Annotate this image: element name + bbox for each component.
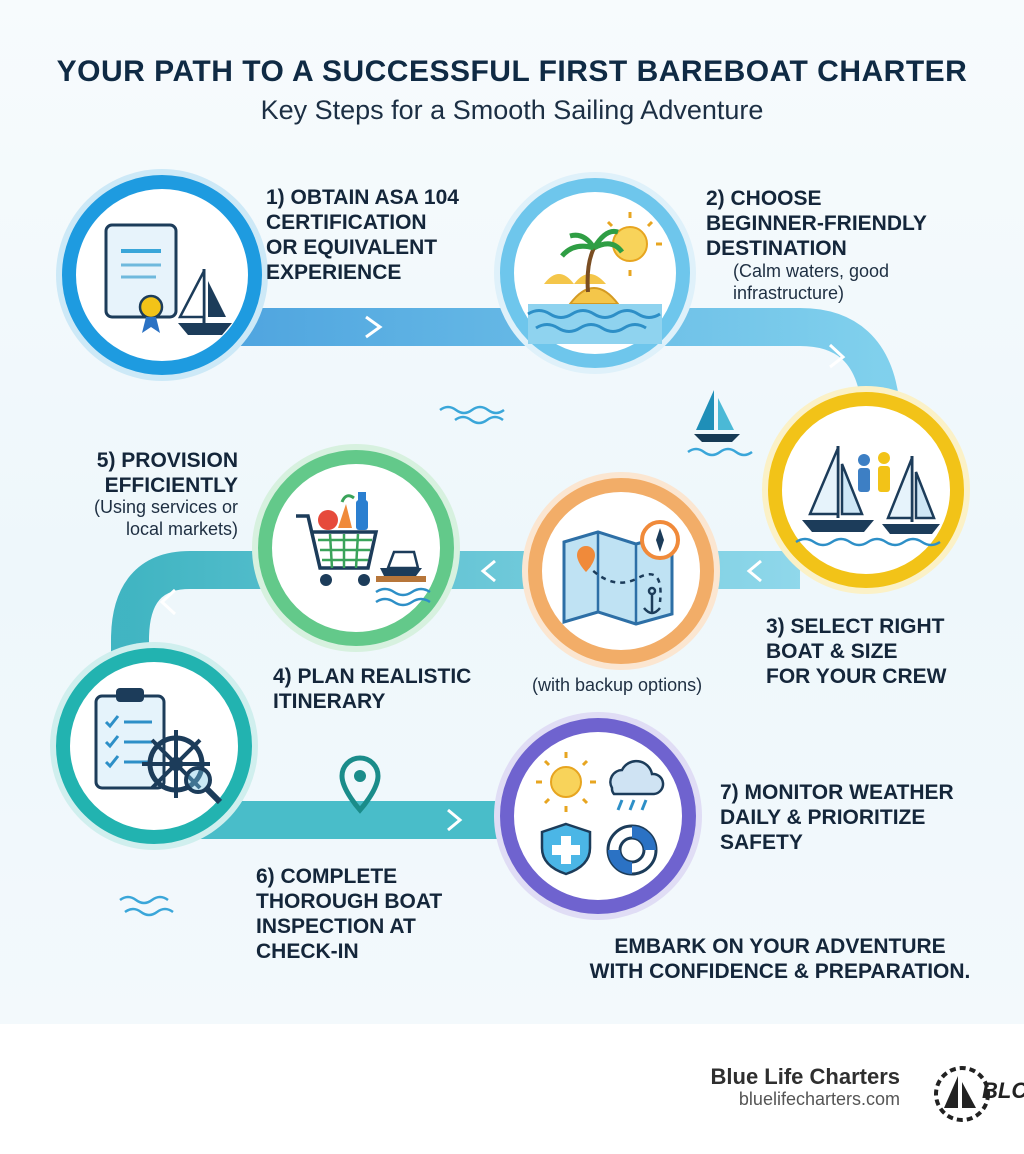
step-2-note: (Calm waters, good infrastructure) [733,261,890,303]
map-compass-icon [562,520,680,626]
page-subtitle: Key Steps for a Smooth Sailing Adventure [260,95,764,125]
step-1-circle [62,175,262,375]
step-4-note: (with backup options) [532,675,703,695]
step-1-title: 1) OBTAIN ASA 104 CERTIFICATION OR EQUIV… [266,186,459,284]
step-6-title: 6) COMPLETE THOROUGH BOAT INSPECTION AT … [256,865,443,963]
step-7-circle [500,718,696,914]
brand-url: bluelifecharters.com [738,1089,900,1109]
small-sailboat-icon [687,390,753,457]
location-pin-icon [339,755,381,814]
weather-safety-icon [536,752,665,876]
step-3-title: 3) SELECT RIGHT BOAT & SIZE FOR YOUR CRE… [766,615,947,688]
brand-name: Blue Life Charters [710,1064,901,1089]
path-ribbon [111,308,899,917]
step-4-title: 4) PLAN REALISTIC ITINERARY [273,665,472,713]
step-2-title: 2) CHOOSE BEGINNER-FRIENDLY DESTINATION [706,187,927,260]
footer: Blue Life Charters bluelifecharters.com … [0,1024,1024,1154]
step-3-circle [768,392,964,588]
island-sun-icon [527,212,662,344]
step-5-title: 5) PROVISION EFFICIENTLY [96,449,238,497]
boats-crew-icon [795,446,941,547]
infographic: YOUR PATH TO A SUCCESSFUL FIRST BAREBOAT… [0,0,1024,1024]
cart-dock-icon [296,492,431,607]
step-5-note: (Using services or local markets) [93,497,238,539]
step-5-circle [258,450,454,646]
page-title: YOUR PATH TO A SUCCESSFUL FIRST BAREBOAT… [56,55,968,88]
certificate-sailboat-icon [104,223,232,335]
step-2-circle [500,178,690,368]
step-6-circle [56,648,252,844]
brand-logo-icon: BLC [934,1066,1024,1122]
step-7-title: 7) MONITOR WEATHER DAILY & PRIORITIZE SA… [720,781,954,854]
brand-logo-text: BLC [982,1078,1024,1103]
checklist-helm-icon [94,688,223,805]
closing-message: EMBARK ON YOUR ADVENTURE WITH CONFIDENCE… [589,935,971,983]
step-4-circle [528,478,714,664]
